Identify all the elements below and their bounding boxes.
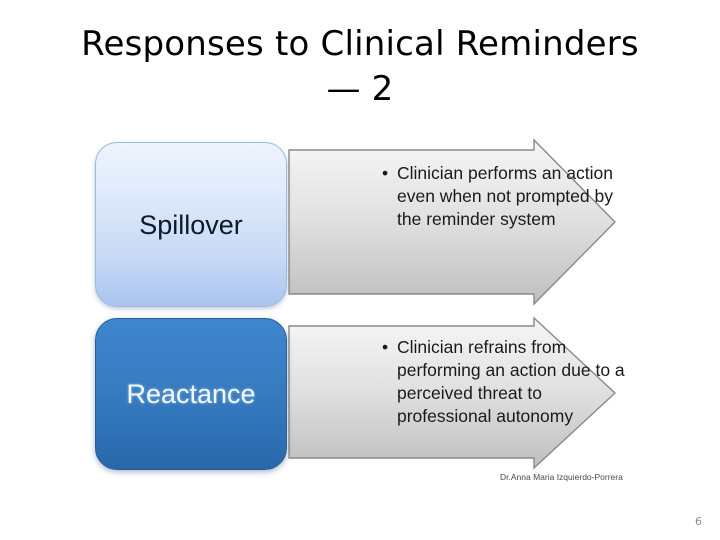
label-box-reactance[interactable]: Reactance xyxy=(95,318,287,470)
slide-page-number: 6 xyxy=(695,515,702,528)
author-attribution: Dr.Anna Maria Izquierdo-Porrera xyxy=(500,472,623,482)
bullet-body: Clinician refrains from performing an ac… xyxy=(397,337,625,426)
right-arrow-shape xyxy=(288,138,616,306)
bullet-point-icon: • xyxy=(382,337,389,357)
arrow-bullet-text-spillover: • Clinician performs an action even when… xyxy=(380,162,632,231)
page-title: Responses to Clinical Reminders — 2 xyxy=(81,24,639,109)
label-box-title: Reactance xyxy=(126,379,256,409)
label-box-spillover[interactable]: Spillover xyxy=(95,142,287,307)
arrow-bullet-text-reactance: • Clinician refrains from performing an … xyxy=(380,336,632,428)
bullet-body: Clinician performs an action even when n… xyxy=(397,163,613,229)
diagram-row-spillover: • Clinician performs an action even when… xyxy=(95,138,616,308)
label-box-title: Spillover xyxy=(139,209,243,240)
bullet-point-icon: • xyxy=(382,163,389,183)
diagram-row-reactance: • Clinician refrains from performing an … xyxy=(95,316,625,472)
right-arrow-shape xyxy=(288,316,617,470)
